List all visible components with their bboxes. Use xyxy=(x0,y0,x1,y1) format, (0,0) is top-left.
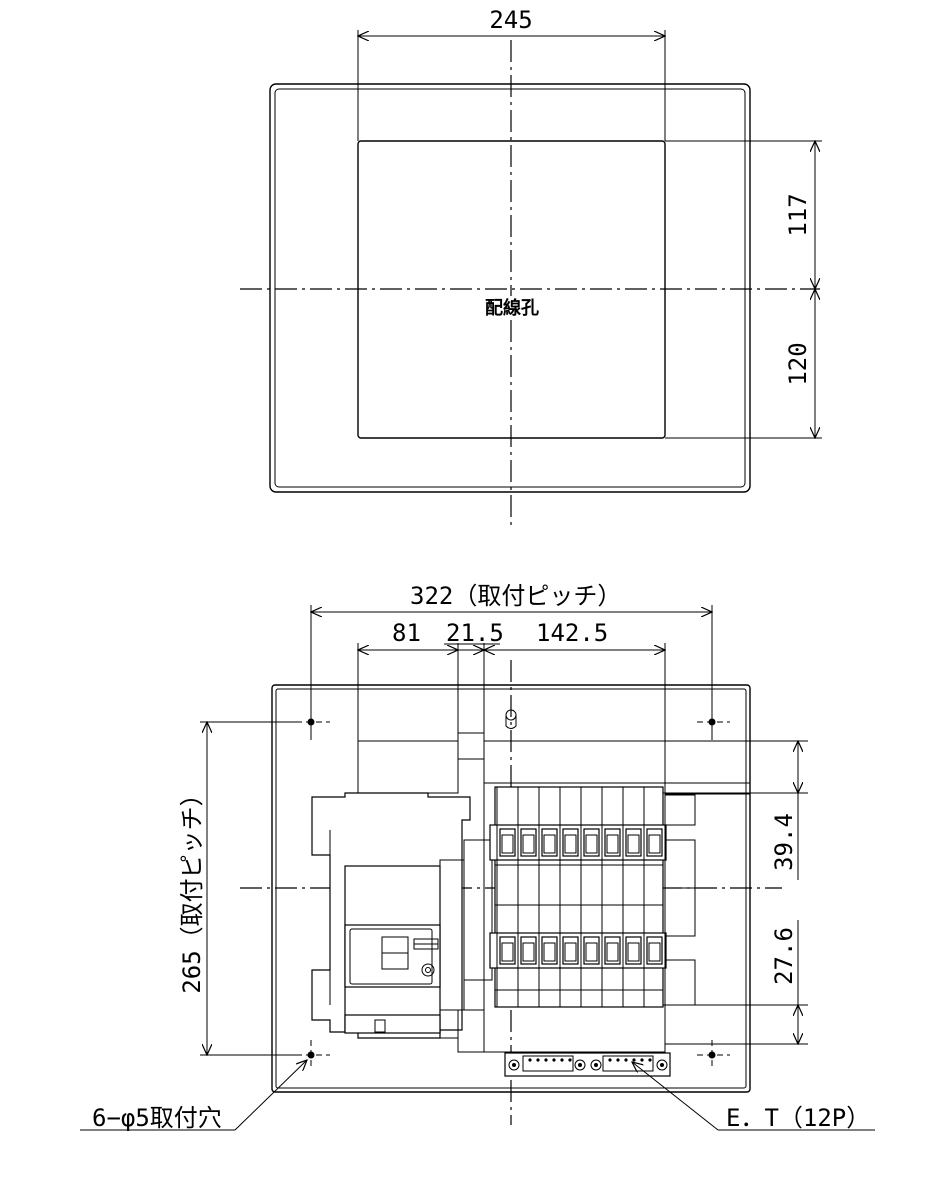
branch-breaker xyxy=(538,787,558,1007)
front-view: 322（取付ピッチ） 81 21.5 142.5 265（取付ピッチ） 39.4… xyxy=(80,582,875,1132)
top-view: 245 117 120 配線孔 xyxy=(240,6,822,525)
top-enclosure-outer xyxy=(269,83,751,493)
terminal-point xyxy=(528,1058,532,1062)
branch-breaker xyxy=(622,787,642,1007)
main-breaker xyxy=(311,732,493,1053)
dim-120-text: 120 xyxy=(784,342,812,385)
branch-breaker xyxy=(643,787,663,1007)
branch-breaker xyxy=(580,787,600,1007)
branch-breaker xyxy=(559,787,579,1007)
branch-breaker xyxy=(496,787,516,1007)
terminal-point xyxy=(640,1058,644,1062)
branch-breakers xyxy=(483,740,750,1053)
dim-265-text: 265（取付ピッチ） xyxy=(178,782,206,993)
dim-245-text: 245 xyxy=(489,6,532,34)
top-enclosure-inner xyxy=(274,88,746,488)
earth-terminal xyxy=(504,1052,671,1077)
dim-117-text: 117 xyxy=(784,193,812,236)
terminal-screw xyxy=(656,1059,668,1071)
keyhole xyxy=(505,709,517,729)
mount-hole-label: 6−φ5取付穴 xyxy=(92,1104,222,1132)
terminal-point xyxy=(616,1058,620,1062)
terminal-screw xyxy=(590,1059,602,1071)
terminal-point xyxy=(608,1058,612,1062)
terminal-screw xyxy=(574,1059,586,1071)
terminal-point xyxy=(560,1058,564,1062)
terminal-point xyxy=(544,1058,548,1062)
terminal-point xyxy=(648,1058,652,1062)
dim-142-5-text: 142.5 xyxy=(536,619,608,647)
terminal-point xyxy=(624,1058,628,1062)
terminal-label: E．T（12P） xyxy=(726,1104,870,1132)
terminal-screw xyxy=(508,1059,520,1071)
dim-81-text: 81 xyxy=(392,619,421,647)
terminal-leader xyxy=(632,1062,719,1131)
dim-21-5-text: 21.5 xyxy=(446,619,504,647)
mount-hole-leader xyxy=(234,1060,307,1131)
wiring-hole-label: 配線孔 xyxy=(485,297,539,319)
terminal-point xyxy=(632,1058,636,1062)
indicator xyxy=(421,963,435,977)
terminal-point xyxy=(536,1058,540,1062)
terminal-point xyxy=(568,1058,572,1062)
dim-39-4-text: 39.4 xyxy=(770,813,798,871)
dim-322-text: 322（取付ピッチ） xyxy=(410,582,621,610)
branch-breaker xyxy=(601,787,621,1007)
dim-27-6-text: 27.6 xyxy=(770,927,798,985)
terminal-point xyxy=(552,1058,556,1062)
branch-breaker xyxy=(517,787,537,1007)
